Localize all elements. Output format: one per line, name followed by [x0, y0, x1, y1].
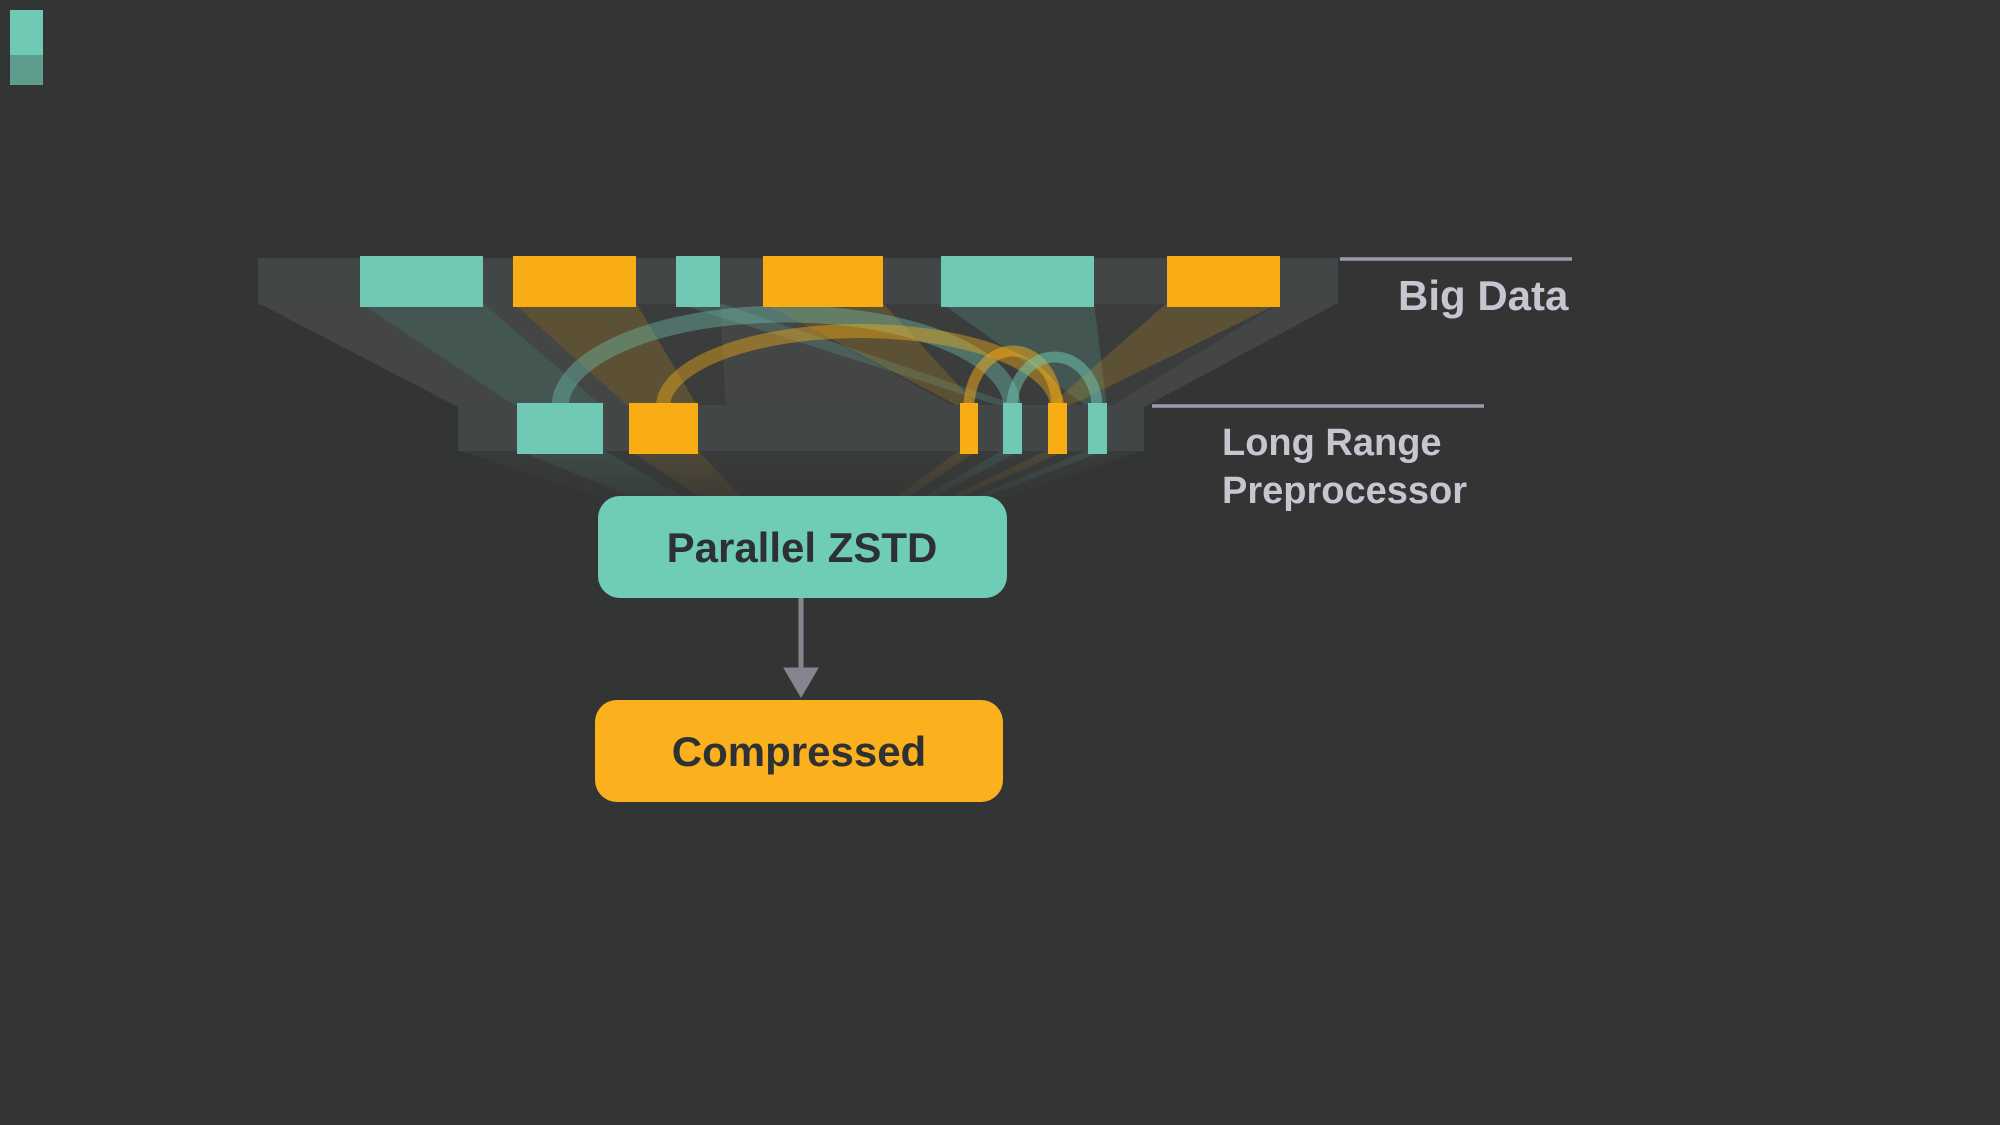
funnel-stream-gray	[720, 303, 955, 407]
preprocessor-bar-segment-teal	[1003, 403, 1022, 454]
funnel-stream-teal	[360, 303, 603, 407]
preprocessor-bar-segment-teal	[1088, 403, 1107, 454]
big-data-bar-segment-orange	[513, 256, 636, 307]
match-arc-orange	[963, 345, 1063, 408]
long-range-label-line1: Long Range	[1222, 422, 1442, 464]
match-arcs	[551, 305, 1103, 408]
funnel-stream-gray	[258, 303, 517, 407]
funnel	[258, 303, 1338, 407]
corner-decoration	[10, 10, 43, 85]
big-data-bar-segment-orange	[1167, 256, 1280, 307]
big-data-bar	[258, 256, 1338, 307]
match-arc-orange	[656, 324, 1064, 408]
funnel-stream-orange	[1048, 303, 1280, 407]
big-data-bar-segment-teal	[360, 256, 483, 307]
preprocessor-bar	[458, 403, 1144, 454]
match-arc-teal	[1006, 351, 1103, 408]
long-range-label-line2: Preprocessor	[1222, 470, 1467, 512]
funnel-body	[258, 303, 1338, 407]
down-arrow-icon	[783, 598, 819, 698]
funnel-stream-gray	[1110, 303, 1338, 407]
down-arrow-head	[783, 667, 819, 698]
compressed-box: Compressed	[595, 700, 1003, 802]
preprocessor-bar-segment-orange	[629, 403, 698, 454]
parallel-zstd-label: Parallel ZSTD	[667, 524, 938, 571]
preprocessor-bar-segment-teal	[517, 403, 603, 454]
funnel-stream-teal	[676, 303, 1022, 407]
preprocessor-bar-segment-orange	[1048, 403, 1067, 454]
big-data-bar-segment-teal	[676, 256, 720, 307]
parallel-zstd-box-shape	[598, 496, 1007, 598]
big-data-bar-segment-teal	[941, 256, 1094, 307]
corner-teal-block	[10, 10, 43, 55]
compressed-label: Compressed	[672, 728, 926, 775]
compressed-box-shape	[595, 700, 1003, 802]
corner-teal-block-2	[10, 55, 43, 85]
big-data-label: Big Data	[1398, 272, 1569, 319]
funnel-stream-gray	[483, 303, 629, 407]
funnel-streams	[258, 303, 1338, 407]
parallel-zstd-box: Parallel ZSTD	[598, 496, 1007, 598]
funnel-stream-orange	[513, 303, 698, 407]
big-data-bar-segment-orange	[763, 256, 883, 307]
preprocessor-bar-segment-orange	[960, 403, 978, 454]
funnel-stream-orange	[763, 303, 978, 407]
